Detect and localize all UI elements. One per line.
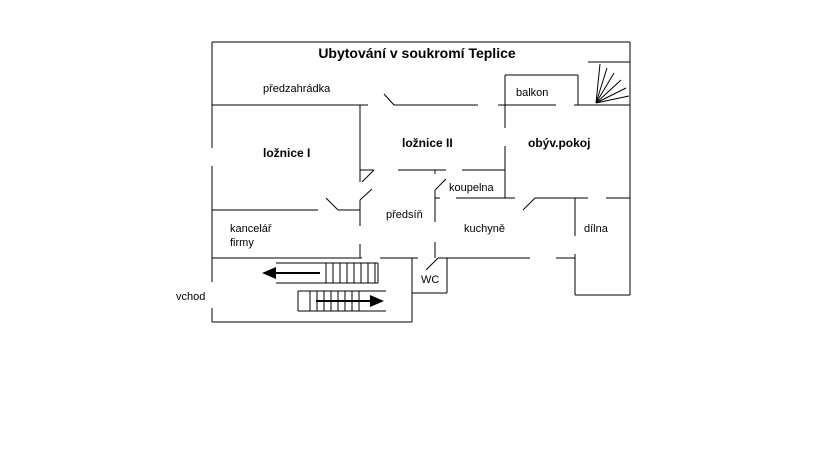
corner-fan-hatch xyxy=(595,63,630,104)
label-koupelna: koupelna xyxy=(449,182,495,194)
label-predsin: předsíň xyxy=(386,209,423,221)
label-dilna: dílna xyxy=(584,223,609,235)
stairs-direction-left-arrow-icon xyxy=(262,267,320,279)
stairs-lower-flight xyxy=(297,290,386,312)
label-loznice-2: ložnice II xyxy=(402,136,453,150)
label-kancelar-line1: kancelář xyxy=(230,223,272,235)
label-balkon: balkon xyxy=(516,87,548,99)
label-kancelar-line2: firmy xyxy=(230,237,254,249)
stairs-direction-right-arrow-icon xyxy=(316,295,384,307)
walls xyxy=(211,41,631,323)
label-obyv-pokoj: obýv.pokoj xyxy=(528,136,590,150)
label-vchod: vchod xyxy=(176,291,205,303)
page-title: Ubytování v soukromí Teplice xyxy=(318,45,516,61)
label-predzahradka: předzahrádka xyxy=(263,83,331,95)
door-swing-marks xyxy=(325,93,536,271)
stairs-upper-flight xyxy=(276,262,379,284)
label-wc: WC xyxy=(421,274,439,286)
label-loznice-1: ložnice I xyxy=(263,146,310,160)
label-kuchyne: kuchyně xyxy=(464,223,505,235)
